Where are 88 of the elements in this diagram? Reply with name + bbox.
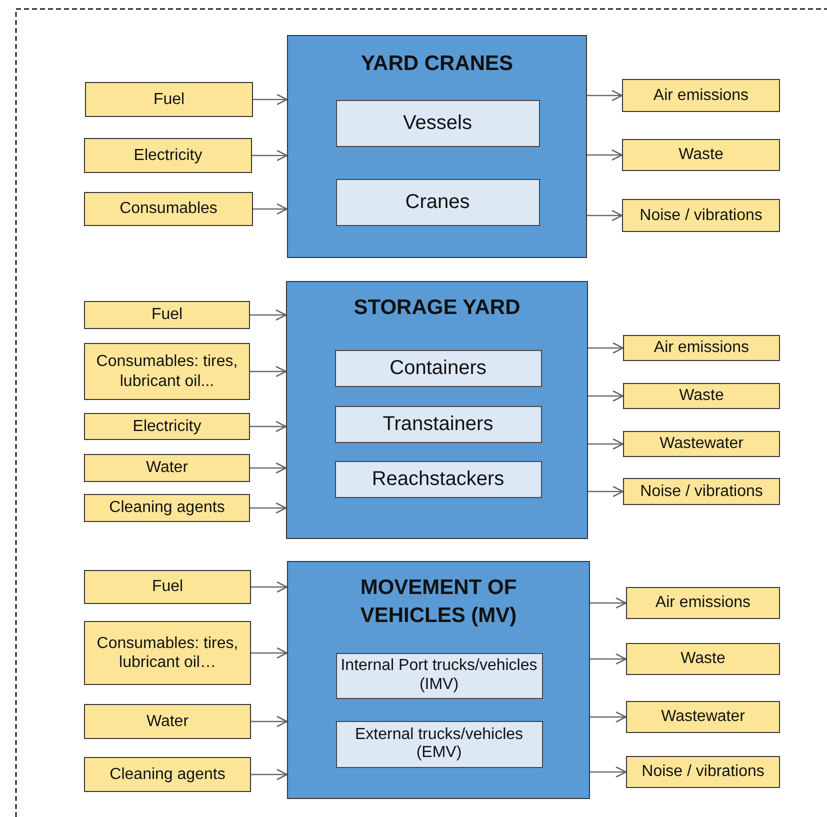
arrow (251, 647, 288, 659)
flow-label: Cleaning agents (109, 498, 225, 518)
arrow (250, 420, 287, 432)
group-box (287, 35, 587, 258)
arrow (250, 366, 287, 378)
arrow (587, 210, 623, 222)
flow-box (626, 756, 780, 788)
component-label: Transtainers (382, 412, 494, 436)
flow-label: Air emissions (653, 86, 749, 106)
component-label: Vessels (403, 112, 472, 134)
flow-box (626, 643, 780, 675)
flow-box (623, 478, 780, 505)
flow-box (623, 431, 780, 457)
flow-box (626, 701, 780, 733)
flow-label: Noise / vibrations (640, 206, 762, 226)
component-label: Containers (390, 356, 486, 380)
flow-label: Noise / vibrations (642, 762, 764, 782)
flow-box (622, 199, 780, 232)
flow-label: Fuel (152, 577, 184, 597)
component-label: Internal Port trucks/vehicles (IMV) (340, 657, 538, 694)
arrow (588, 438, 624, 450)
arrow (588, 486, 624, 498)
component-label: Reachstackers (372, 468, 504, 490)
component-box (336, 720, 542, 768)
flow-box (623, 383, 780, 409)
group-title: YARD CRANES (360, 51, 514, 77)
flow-box (84, 757, 251, 792)
flow-box (84, 621, 251, 685)
flow-label: Consumables (120, 199, 218, 219)
flow-label: Fuel (153, 90, 185, 110)
flow-label: Waste (678, 145, 724, 165)
flow-label: Cleaning agents (110, 764, 226, 784)
flow-label: Fuel (151, 305, 183, 325)
flow-box (84, 570, 251, 604)
flow-label: Wastewater (661, 707, 745, 727)
flow-box (85, 82, 253, 117)
group-title: STORAGE YARD (352, 295, 522, 321)
component-box (334, 406, 542, 442)
group-box (286, 281, 588, 539)
arrow (590, 597, 627, 609)
flow-box (84, 454, 250, 482)
flow-box (84, 301, 250, 329)
component-box (334, 350, 542, 386)
flow-label: Consumables: tires, lubricant oil... (95, 352, 239, 391)
arrow (588, 390, 624, 402)
arrow (251, 768, 288, 780)
flow-label: Noise / vibrations (640, 482, 763, 502)
flow-label: Waste (679, 386, 724, 406)
flow-label: Electricity (132, 416, 202, 436)
arrow (250, 462, 287, 474)
arrow (587, 149, 623, 161)
arrow (251, 716, 288, 728)
component-box (336, 100, 540, 146)
component-label: Cranes (405, 190, 470, 214)
flow-box (623, 335, 780, 361)
arrow (587, 90, 623, 102)
arrow (588, 342, 624, 354)
flow-label: Air emissions (654, 338, 750, 358)
flow-label: Wastewater (660, 434, 744, 454)
flow-box (84, 413, 250, 440)
arrow (590, 653, 627, 665)
arrow (590, 711, 627, 723)
flow-label: Air emissions (655, 593, 751, 613)
arrow (252, 150, 288, 162)
arrow (251, 581, 288, 593)
flow-box (84, 343, 250, 400)
flow-box (622, 139, 780, 171)
flow-label: Consumables: tires, lubricant oil… (96, 634, 240, 672)
flow-box (84, 494, 250, 522)
flow-box (84, 138, 252, 173)
flow-label: Water (146, 458, 188, 478)
arrow (590, 766, 627, 778)
group-box (287, 561, 590, 799)
arrow (253, 203, 288, 215)
flow-label: Electricity (134, 146, 202, 166)
flow-label: Waste (680, 649, 726, 669)
arrow (250, 502, 287, 514)
flow-box (84, 704, 251, 739)
component-label: External trucks/vehicles (EMV) (354, 726, 524, 762)
component-box (336, 178, 540, 226)
component-box (334, 460, 542, 498)
arrow (253, 94, 288, 106)
flow-box (622, 79, 780, 112)
arrow (250, 309, 287, 321)
flow-label: Water (146, 712, 189, 732)
flow-box (84, 192, 253, 226)
flow-box (626, 587, 780, 619)
group-title: MOVEMENT OF VEHICLES (MV) (359, 575, 518, 630)
